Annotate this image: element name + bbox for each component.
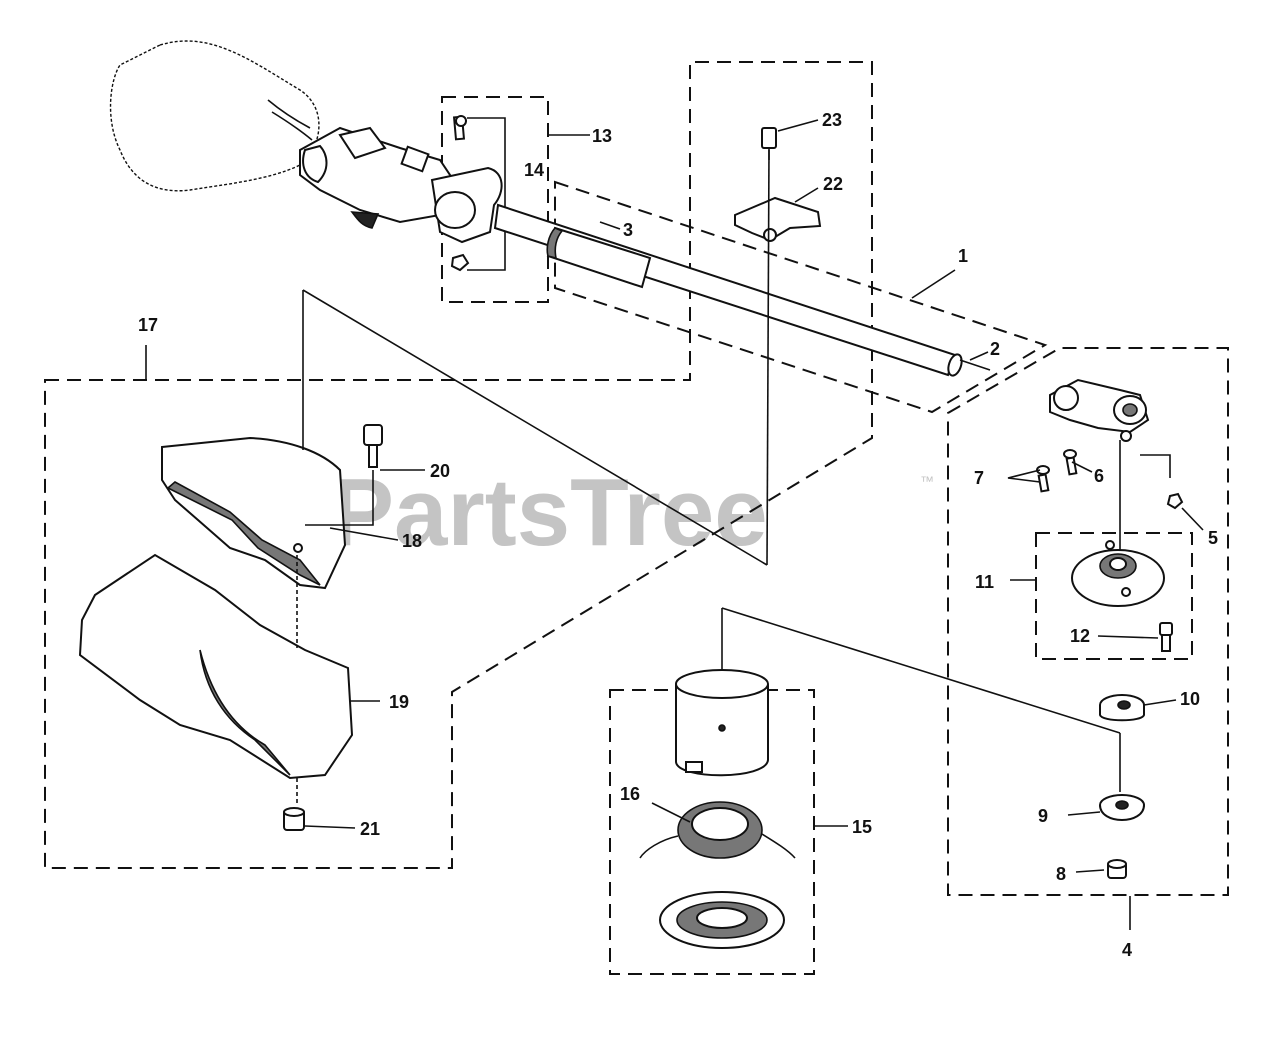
guard-upper	[161, 436, 347, 590]
shaft-clamp	[734, 127, 822, 242]
callout-13: 13	[592, 126, 612, 146]
spool-base	[659, 891, 785, 949]
callout-12: 12	[1070, 626, 1090, 646]
callout-14: 14	[524, 160, 544, 180]
shaft-clamp-axis	[766, 149, 770, 566]
watermark-text: PartsTree	[330, 459, 768, 566]
bolt-20-leader-axis	[305, 470, 374, 526]
callout-11: 11	[975, 572, 994, 592]
callout-14-bracket	[467, 117, 506, 271]
spool	[639, 801, 796, 859]
throttle-cable	[267, 99, 313, 141]
callout-19: 19	[389, 692, 409, 712]
washer-9	[1099, 794, 1145, 821]
callout-3: 3	[623, 220, 633, 240]
guide-line-diagonal	[302, 289, 768, 566]
engine-outline	[109, 40, 320, 192]
callout-8: 8	[1056, 864, 1066, 884]
hub-adapter-11	[1071, 540, 1165, 607]
callout-21: 21	[360, 819, 380, 839]
callout-6: 6	[1094, 466, 1104, 486]
callout-10: 10	[1180, 689, 1200, 709]
callout-2: 2	[990, 339, 1000, 359]
nut-8	[1107, 859, 1127, 879]
nut-10	[1099, 694, 1145, 722]
clamp-assembly	[430, 115, 503, 272]
callout-18: 18	[402, 531, 422, 551]
leader-lines	[145, 119, 1204, 873]
spool-guide	[721, 607, 1121, 734]
callout-7: 7	[974, 468, 984, 488]
callout-16: 16	[620, 784, 640, 804]
gear-head-screws	[1036, 449, 1184, 510]
gear-head	[1049, 378, 1150, 442]
callout-9: 9	[1038, 806, 1048, 826]
spool-cover	[675, 669, 769, 777]
drive-shaft	[493, 203, 991, 377]
gear-axis	[1140, 454, 1171, 478]
callout-23: 23	[822, 110, 842, 130]
callout-1: 1	[958, 246, 968, 266]
bolt-12	[1159, 622, 1173, 652]
callout-17: 17	[138, 315, 158, 335]
callout-4: 4	[1122, 940, 1132, 960]
watermark-trademark: ™	[920, 473, 934, 489]
bolt-20	[363, 424, 383, 468]
guard-lower	[78, 553, 354, 780]
callout-15: 15	[852, 817, 872, 837]
group-11-box	[1035, 532, 1193, 660]
callout-20: 20	[430, 461, 450, 481]
callout-5: 5	[1208, 528, 1218, 548]
callout-22: 22	[823, 174, 843, 194]
nut-21	[283, 807, 305, 831]
